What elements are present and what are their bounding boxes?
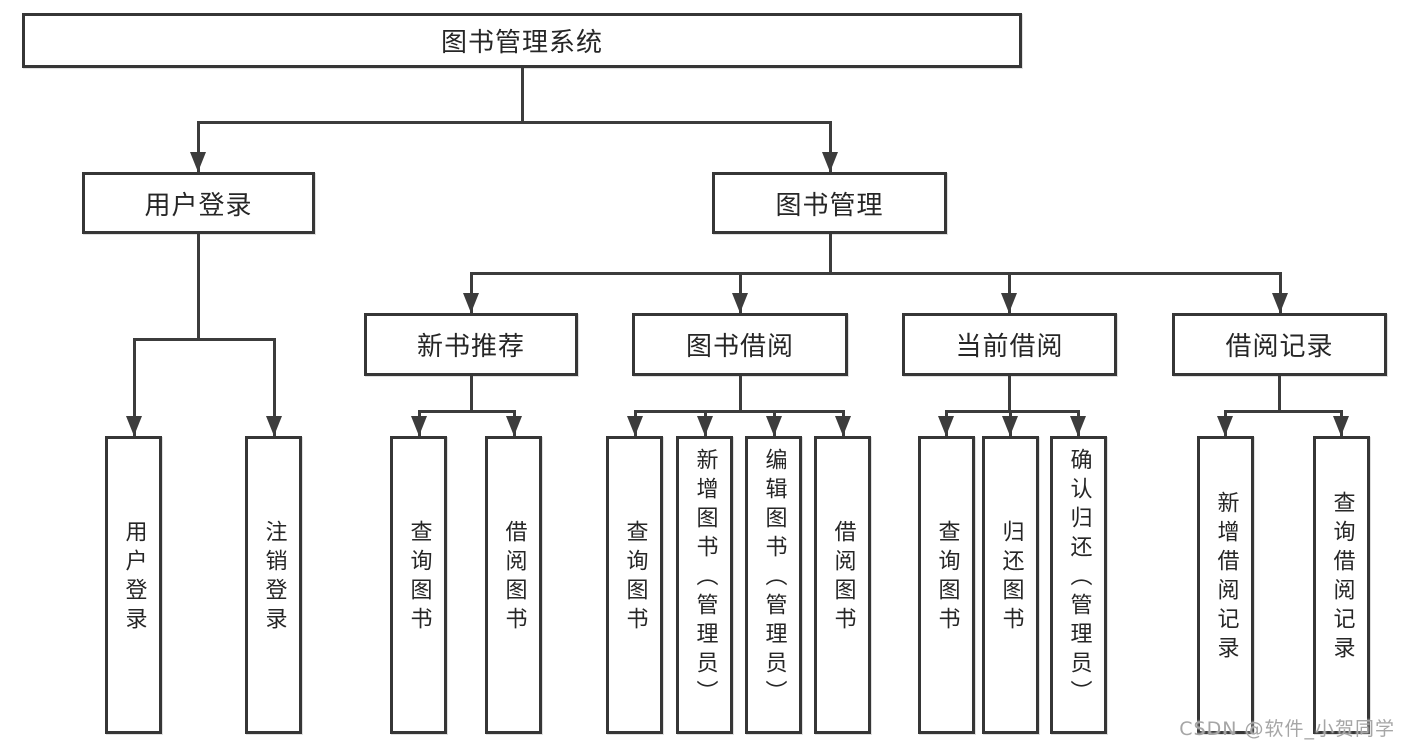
node-new-book-recommendation-label: 新书推荐	[416, 332, 525, 362]
leaf-confirm-return-admin-label: 确认归还（管理员）	[1066, 447, 1092, 709]
connector-current-borrowing-rail	[945, 410, 1079, 413]
leaf-borrow-books: 借阅图书	[814, 436, 871, 734]
connector-borrowing-records-rail	[1224, 410, 1342, 413]
leaf-borrow-books-recommend-label: 借阅图书	[501, 520, 527, 636]
leaf-query-books-borrowing-label: 查询图书	[622, 520, 648, 636]
connector-drop-borrowing-records	[1279, 272, 1282, 313]
connector-root-trunk	[521, 68, 524, 121]
node-book-borrowing-label: 图书借阅	[685, 332, 794, 362]
node-book-management-label: 图书管理	[775, 190, 884, 221]
connector-drop-book-borrowing	[739, 272, 742, 313]
arrow-down-icon	[1272, 293, 1288, 313]
node-book-management: 图书管理	[712, 172, 947, 234]
leaf-query-books-current-label: 查询图书	[934, 520, 960, 636]
leaf-user-login: 用户登录	[105, 436, 162, 734]
arrow-down-icon	[938, 416, 954, 436]
node-library-management-system: 图书管理系统	[22, 13, 1022, 68]
connector-drop-new-book-recommendation	[470, 272, 473, 313]
arrow-down-icon	[126, 416, 142, 436]
arrow-down-icon	[822, 152, 838, 172]
leaf-add-borrow-record-label: 新增借阅记录	[1213, 491, 1239, 665]
leaf-add-books-admin: 新增图书（管理员）	[676, 436, 733, 734]
leaf-add-borrow-record: 新增借阅记录	[1197, 436, 1254, 734]
arrow-down-icon	[1217, 416, 1233, 436]
node-user-login: 用户登录	[82, 172, 315, 234]
leaf-query-borrow-record: 查询借阅记录	[1313, 436, 1370, 734]
leaf-return-books-label: 归还图书	[998, 520, 1024, 636]
connector-drop-leaf-logout	[273, 338, 276, 436]
connector-book-management-trunk	[829, 234, 832, 272]
connector-user-login-trunk	[197, 234, 200, 338]
arrow-down-icon	[697, 416, 713, 436]
leaf-borrow-books-recommend: 借阅图书	[485, 436, 542, 734]
arrow-down-icon	[1333, 416, 1349, 436]
node-borrowing-records-label: 借阅记录	[1225, 332, 1334, 362]
leaf-return-books: 归还图书	[982, 436, 1039, 734]
leaf-edit-books-admin-label: 编辑图书（管理员）	[761, 447, 787, 709]
leaf-query-borrow-record-label: 查询借阅记录	[1329, 491, 1355, 665]
leaf-logout: 注销登录	[245, 436, 302, 734]
leaf-user-login-label: 用户登录	[121, 520, 147, 636]
leaf-logout-label: 注销登录	[261, 520, 287, 636]
leaf-query-books-recommend: 查询图书	[390, 436, 447, 734]
leaf-query-books-current: 查询图书	[918, 436, 975, 734]
leaf-edit-books-admin: 编辑图书（管理员）	[745, 436, 802, 734]
connector-drop-book-management	[829, 121, 832, 172]
connector-drop-leaf-user-login	[133, 338, 136, 436]
connector-borrowing-records-trunk	[1278, 376, 1281, 410]
leaf-query-books-recommend-label: 查询图书	[406, 520, 432, 636]
arrow-down-icon	[190, 152, 206, 172]
connector-new-book-trunk	[470, 376, 473, 410]
leaf-confirm-return-admin: 确认归还（管理员）	[1050, 436, 1107, 734]
leaf-add-books-admin-label: 新增图书（管理员）	[692, 447, 718, 709]
arrow-down-icon	[1001, 293, 1017, 313]
connector-book-borrowing-trunk	[739, 376, 742, 410]
node-user-login-label: 用户登录	[144, 190, 253, 221]
node-new-book-recommendation: 新书推荐	[364, 313, 578, 376]
arrow-down-icon	[627, 416, 643, 436]
arrow-down-icon	[766, 416, 782, 436]
connector-drop-current-borrowing	[1008, 272, 1011, 313]
node-current-borrowing-label: 当前借阅	[955, 332, 1064, 362]
arrow-down-icon	[1002, 416, 1018, 436]
arrow-down-icon	[463, 293, 479, 313]
connector-current-borrowing-trunk	[1008, 376, 1011, 410]
connector-book-management-rail	[470, 272, 1280, 275]
node-borrowing-records: 借阅记录	[1172, 313, 1387, 376]
connector-book-borrowing-rail	[634, 410, 844, 413]
connector-user-login-rail	[133, 338, 275, 341]
arrow-down-icon	[1070, 416, 1086, 436]
arrow-down-icon	[835, 416, 851, 436]
node-library-management-system-label: 图书管理系统	[440, 28, 603, 58]
connector-new-book-rail	[418, 410, 515, 413]
arrow-down-icon	[266, 416, 282, 436]
connector-root-rail	[197, 121, 831, 124]
leaf-query-books-borrowing: 查询图书	[606, 436, 663, 734]
arrow-down-icon	[732, 293, 748, 313]
arrow-down-icon	[411, 416, 427, 436]
csdn-watermark: CSDN @软件_小贺同学	[1179, 718, 1395, 740]
leaf-borrow-books-label: 借阅图书	[830, 520, 856, 636]
arrow-down-icon	[506, 416, 522, 436]
node-book-borrowing: 图书借阅	[632, 313, 848, 376]
node-current-borrowing: 当前借阅	[902, 313, 1117, 376]
connector-drop-user-login	[197, 121, 200, 172]
